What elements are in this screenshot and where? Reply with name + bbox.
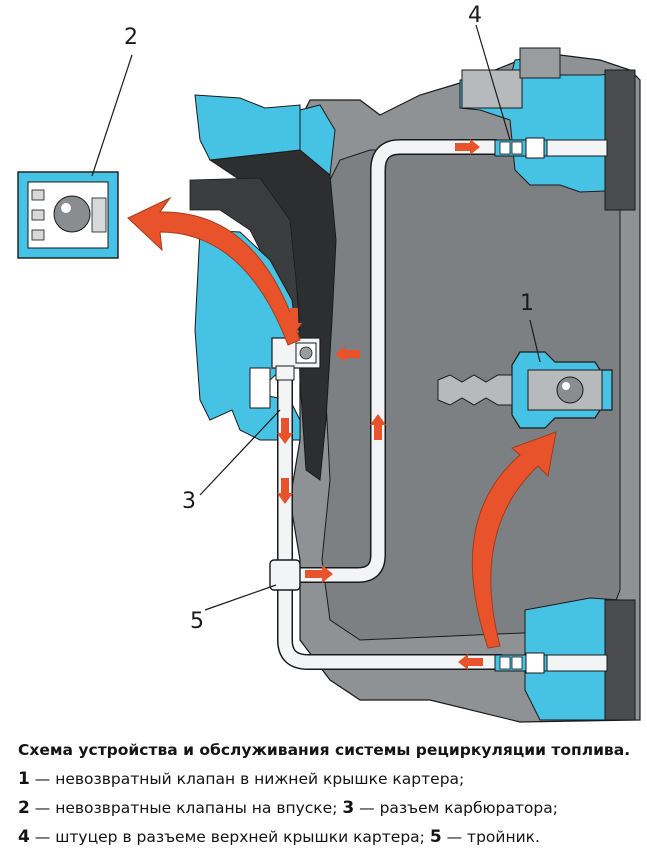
lower-fitting [494, 652, 608, 674]
lower-cover-joint [524, 597, 636, 721]
figure-caption: Схема устройства и обслуживания системы … [18, 736, 638, 852]
caption-item-4-text: — штуцер в разъеме верхней крышки картер… [34, 828, 425, 846]
upper-fitting [494, 137, 608, 159]
caption-item-1-num: 1 [18, 769, 30, 789]
caption-item-5-text: — тройник. [446, 828, 540, 846]
carburetor-connector [271, 337, 321, 381]
callout-1: 1 [520, 291, 534, 316]
caption-item-5-num: 5 [429, 827, 442, 847]
leader-lines [91, 24, 541, 611]
check-valve-detail [437, 351, 613, 429]
recirculation-tube [277, 139, 508, 670]
flow-arrows-large [127, 196, 557, 649]
flow-arrows-small [277, 139, 483, 670]
caption-item-2-num: 2 [18, 798, 30, 818]
callout-5: 5 [190, 609, 204, 634]
caption-item-3-text: — разъем карбюратора; [359, 799, 558, 817]
tee-fitting [269, 559, 301, 591]
caption-item-3-num: 3 [342, 798, 355, 818]
intake-check-valves-detail [17, 171, 119, 259]
callout-4: 4 [468, 3, 482, 28]
caption-item-1-text: — невозвратный клапан в нижней крышке ка… [34, 770, 465, 788]
recirculation-system-diagram: 1 2 3 4 5 [17, 3, 641, 723]
callout-2: 2 [124, 25, 138, 50]
upper-cover-joint [459, 47, 636, 211]
caption-title: Схема устройства и обслуживания системы … [18, 741, 631, 759]
callout-3: 3 [182, 489, 196, 514]
caption-item-2-text: — невозвратные клапаны на впуске; [34, 799, 338, 817]
caption-item-4-num: 4 [18, 827, 30, 847]
